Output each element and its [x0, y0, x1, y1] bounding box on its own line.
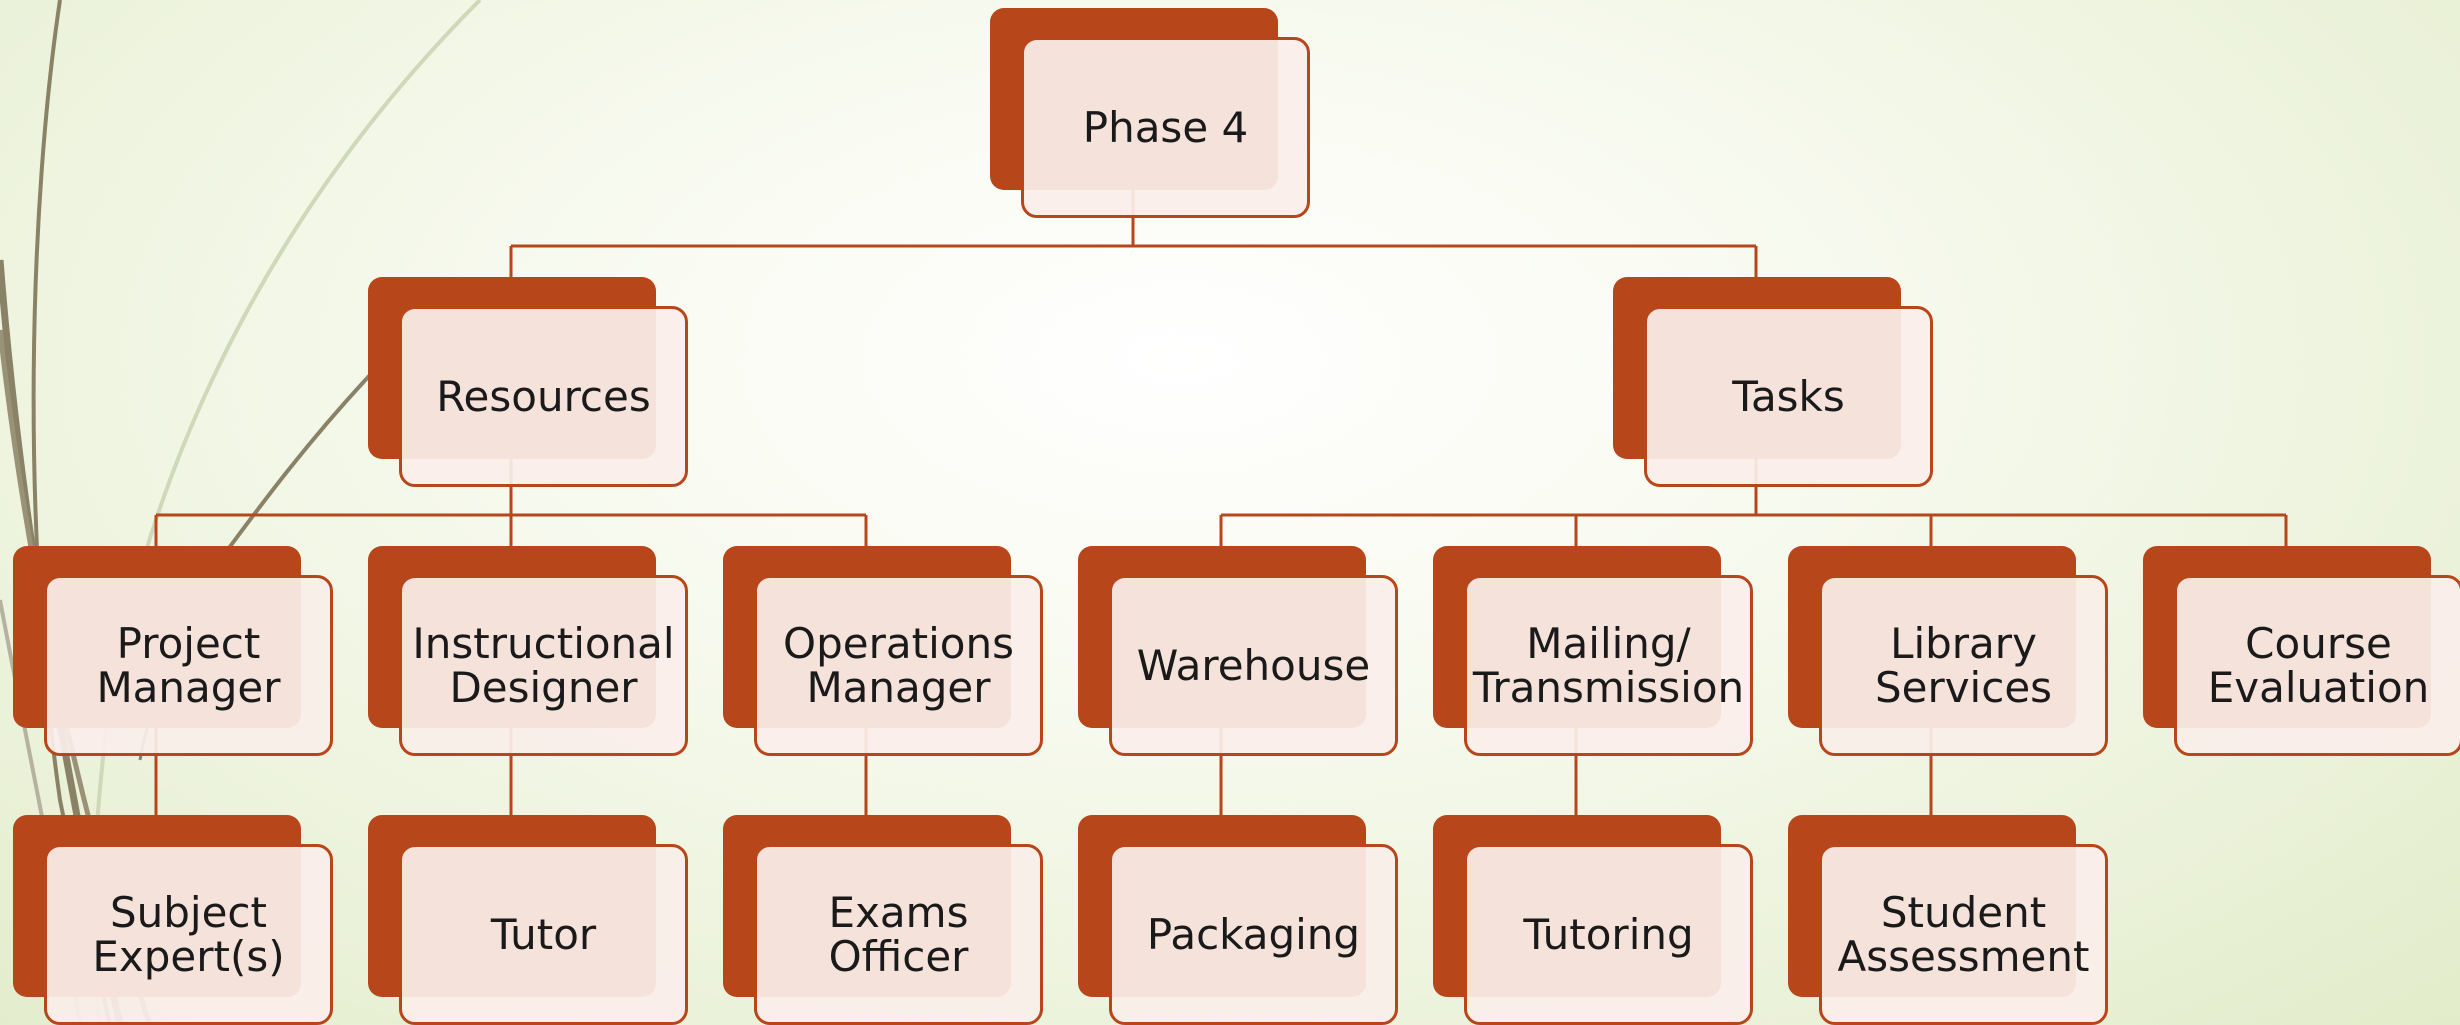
node-exams-officer: Exams Officer — [723, 815, 1045, 1025]
node-label: Packaging — [1109, 844, 1398, 1025]
node-subject-experts: Subject Expert(s) — [13, 815, 335, 1025]
node-label: Course Evaluation — [2174, 575, 2460, 756]
node-course-evaluation: Course Evaluation — [2143, 546, 2460, 756]
node-mailing: Mailing/ Transmission — [1433, 546, 1755, 756]
node-label: Exams Officer — [754, 844, 1043, 1025]
node-warehouse: Warehouse — [1078, 546, 1400, 756]
node-label: Instructional Designer — [399, 575, 688, 756]
node-label: Tutoring — [1464, 844, 1753, 1025]
node-label: Operations Manager — [754, 575, 1043, 756]
node-label: Tasks — [1644, 306, 1933, 487]
node-label: Project Manager — [44, 575, 333, 756]
node-tasks: Tasks — [1613, 277, 1935, 487]
node-label: Phase 4 — [1021, 37, 1310, 218]
node-student-assessment: Student Assessment — [1788, 815, 2110, 1025]
node-label: Resources — [399, 306, 688, 487]
node-label: Tutor — [399, 844, 688, 1025]
node-label: Subject Expert(s) — [44, 844, 333, 1025]
node-label: Library Services — [1819, 575, 2108, 756]
node-label: Mailing/ Transmission — [1464, 575, 1753, 756]
node-instructional-designer: Instructional Designer — [368, 546, 690, 756]
node-phase4: Phase 4 — [990, 8, 1312, 218]
node-tutoring: Tutoring — [1433, 815, 1755, 1025]
node-tutor: Tutor — [368, 815, 690, 1025]
node-label: Warehouse — [1109, 575, 1398, 756]
node-label: Student Assessment — [1819, 844, 2108, 1025]
node-library-services: Library Services — [1788, 546, 2110, 756]
node-operations-manager: Operations Manager — [723, 546, 1045, 756]
node-packaging: Packaging — [1078, 815, 1400, 1025]
node-project-manager: Project Manager — [13, 546, 335, 756]
node-resources: Resources — [368, 277, 690, 487]
